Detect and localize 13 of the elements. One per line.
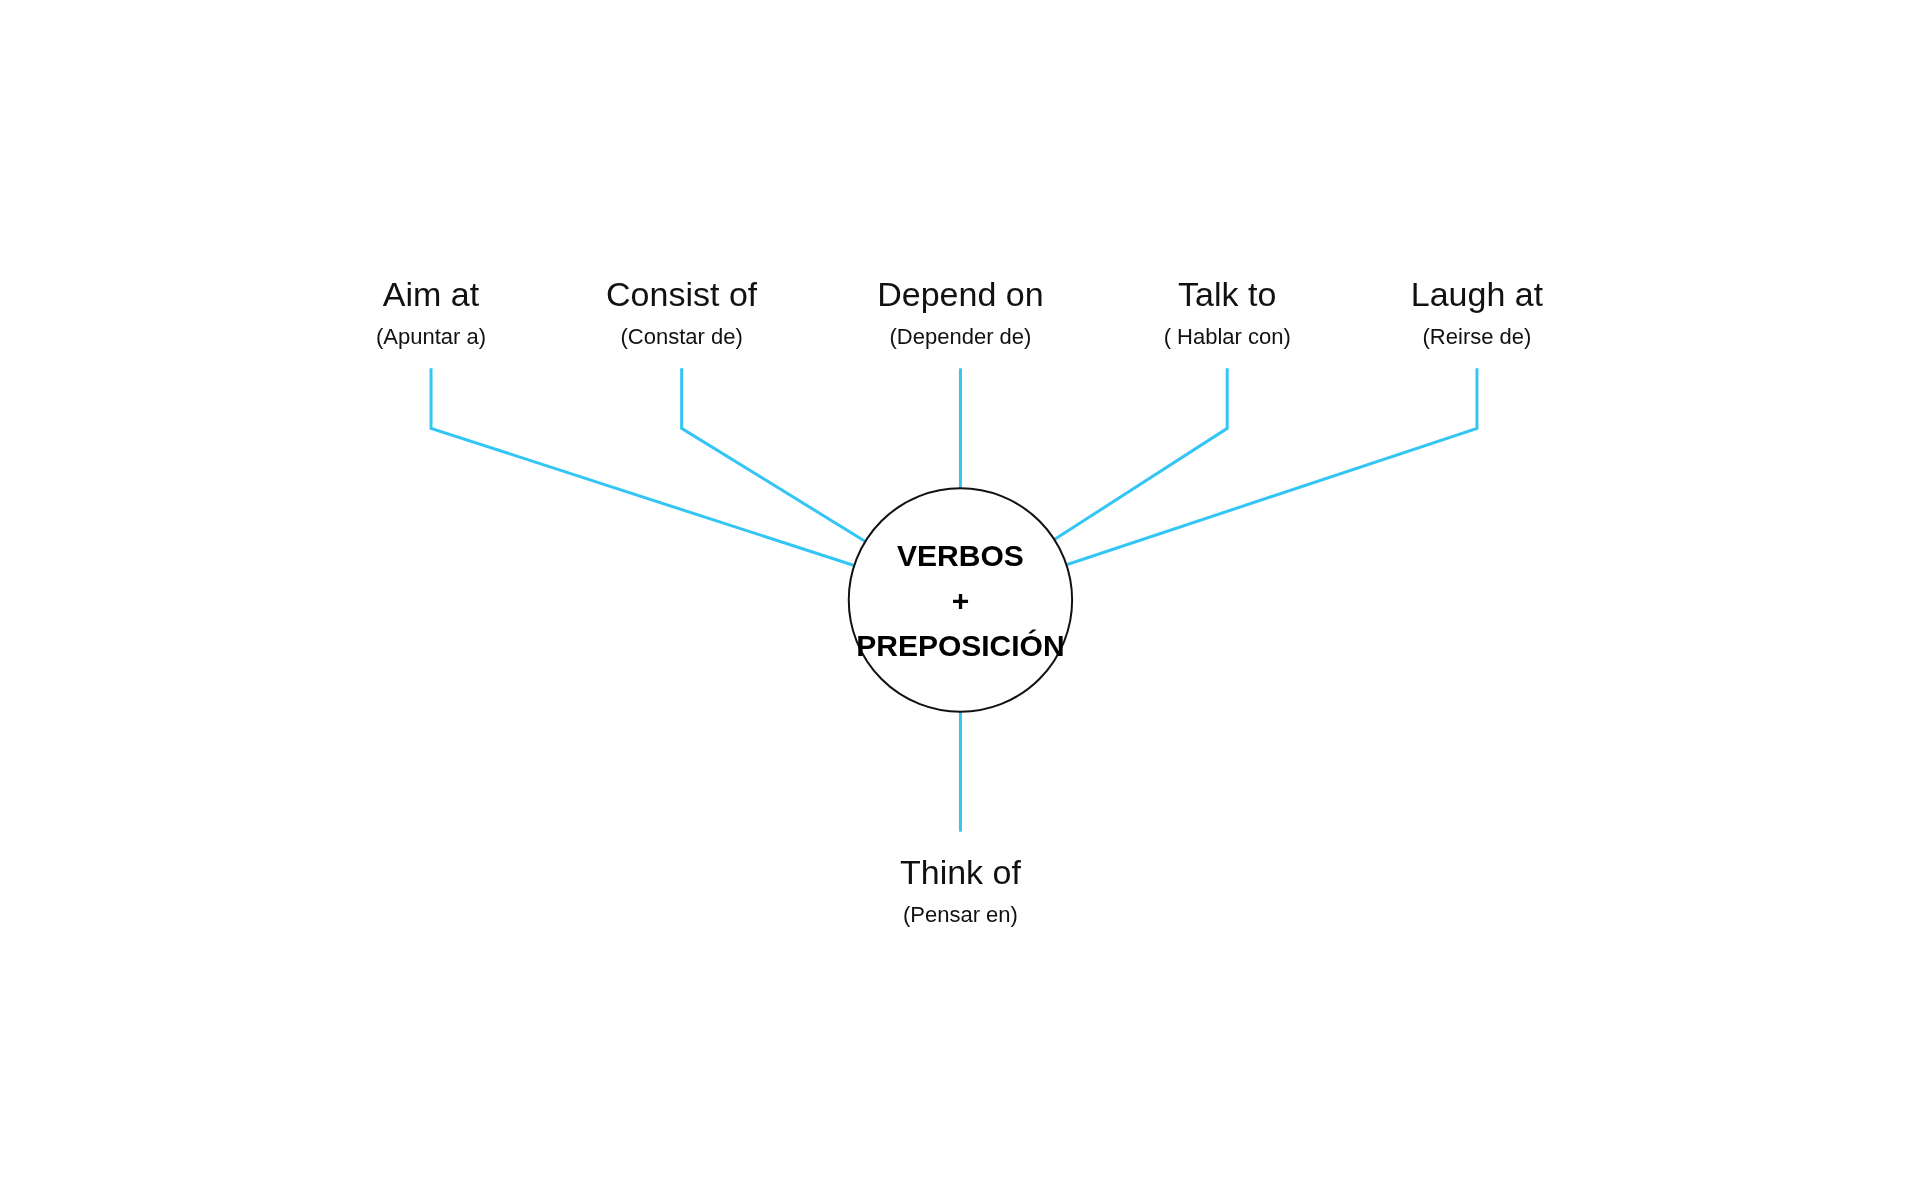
node-text: Aim at (Apuntar a) xyxy=(376,275,487,350)
connector xyxy=(959,368,963,489)
node-text: Talk to ( Hablar con) xyxy=(1164,275,1292,350)
connector xyxy=(429,368,856,567)
connector xyxy=(680,368,867,543)
node-text: Think of (Pensar en) xyxy=(900,852,1022,927)
connector xyxy=(1066,368,1479,567)
connector xyxy=(1053,368,1230,541)
node-text: Laugh at (Reirse de) xyxy=(1411,275,1544,350)
node-circle: VERBOS + PREPOSICIÓN xyxy=(848,487,1074,713)
node-text: Depend on (Depender de) xyxy=(877,275,1045,350)
node-text: Consist of (Constar de) xyxy=(606,275,758,350)
connector xyxy=(959,711,963,832)
